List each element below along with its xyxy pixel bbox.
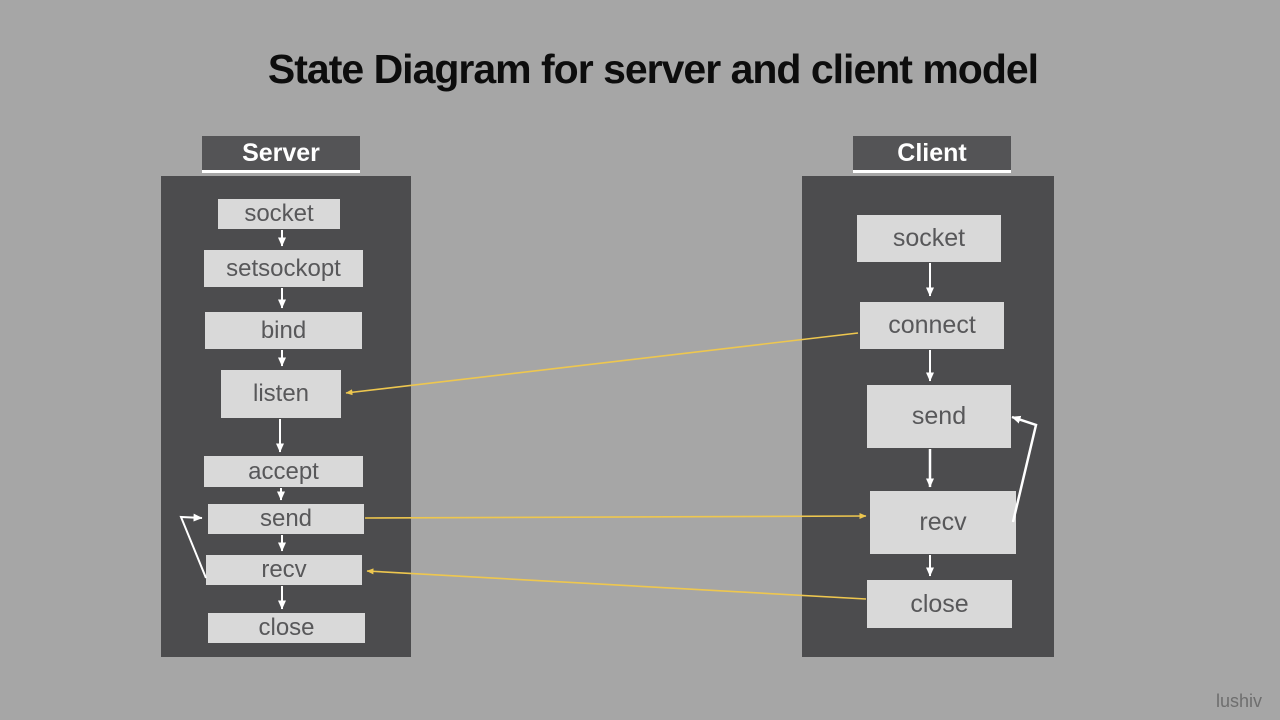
client-state-close: close bbox=[867, 580, 1012, 628]
client-state-socket: socket bbox=[857, 215, 1001, 262]
server-state-recv: recv bbox=[206, 555, 362, 585]
arrow-client-close-to-server-recv bbox=[366, 568, 867, 600]
server-state-close: close bbox=[208, 613, 365, 643]
client-state-connect: connect bbox=[860, 302, 1004, 349]
server-state-bind: bind bbox=[205, 312, 362, 349]
watermark: lushiv bbox=[1215, 691, 1262, 711]
client-header: Client bbox=[853, 136, 1011, 173]
server-state-setsockopt: setsockopt bbox=[204, 250, 363, 287]
server-state-send: send bbox=[208, 504, 364, 534]
arrow-connect-to-listen bbox=[345, 332, 859, 396]
page-title: State Diagram for server and client mode… bbox=[267, 46, 1039, 92]
server-state-listen: listen bbox=[221, 370, 341, 418]
server-state-socket: socket bbox=[218, 199, 340, 229]
client-state-recv: recv bbox=[870, 491, 1016, 554]
server-state-accept: accept bbox=[204, 456, 363, 487]
arrow-server-send-to-client-recv bbox=[364, 513, 867, 520]
server-header: Server bbox=[202, 136, 360, 173]
client-state-send: send bbox=[867, 385, 1011, 448]
